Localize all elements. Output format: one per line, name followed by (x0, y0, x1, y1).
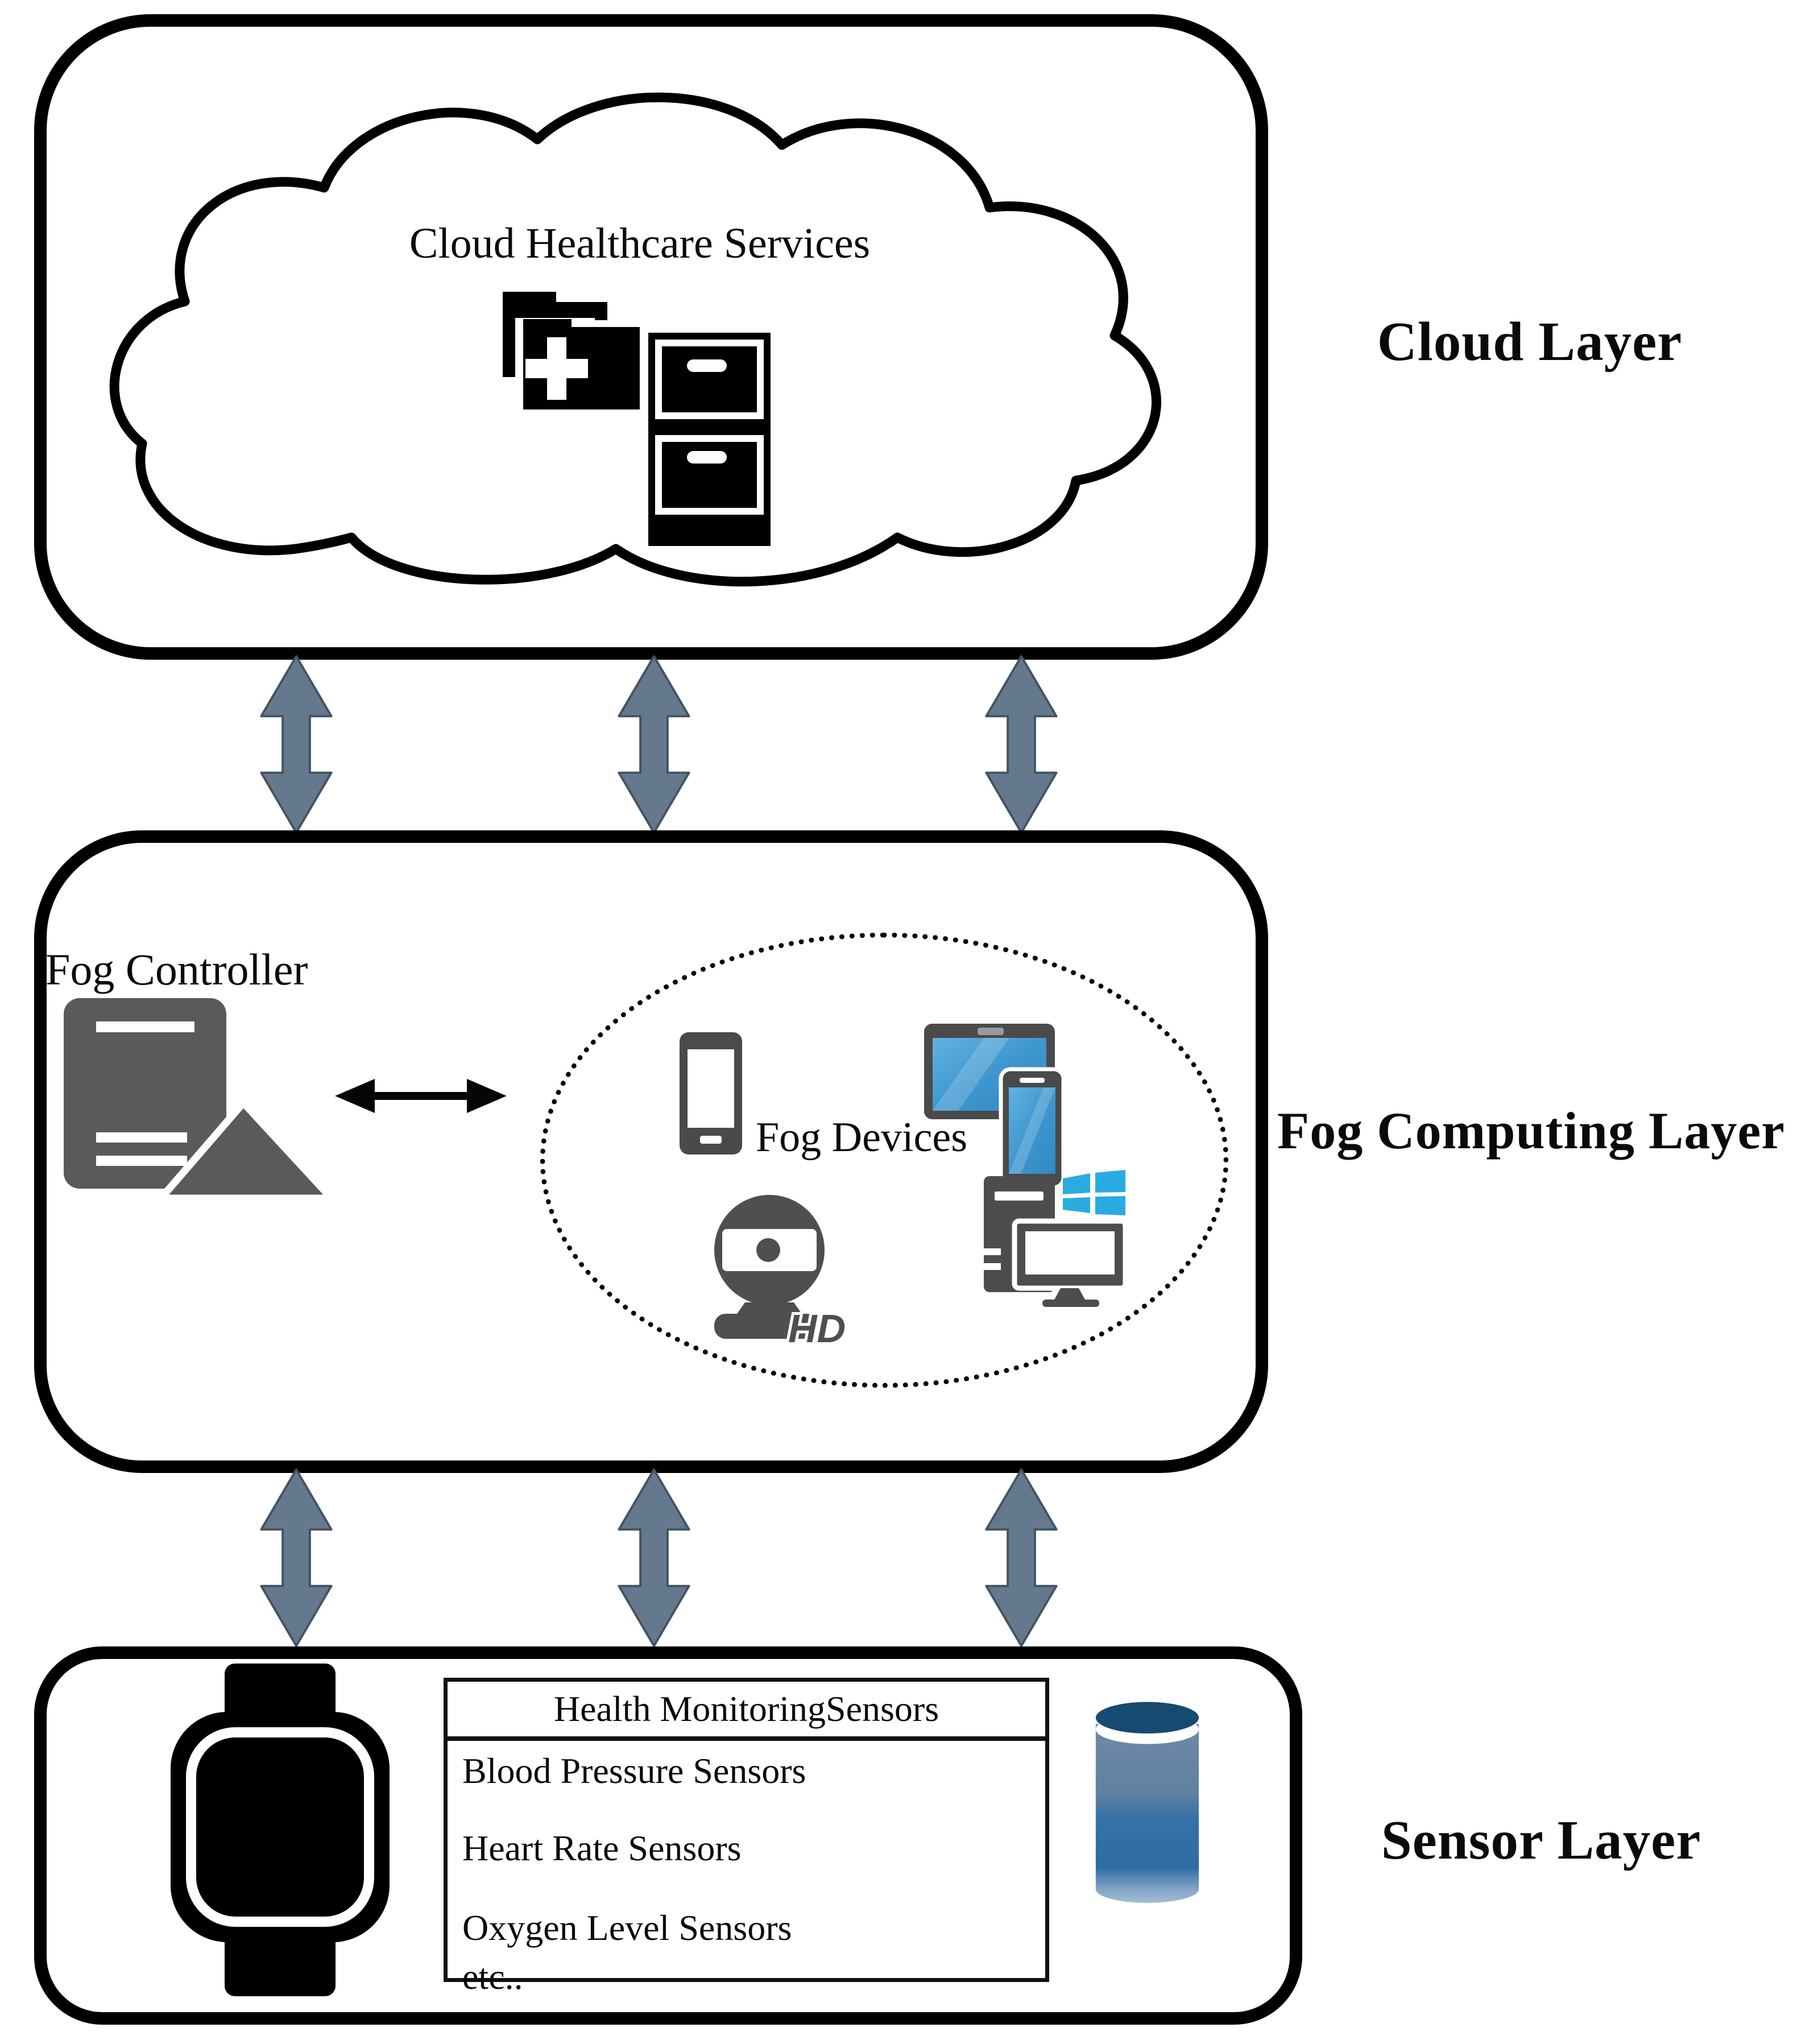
sensors-table-rows: Blood Pressure Sensors Heart Rate Sensor… (448, 1749, 1045, 1999)
up-down-arrow-icon (985, 1468, 1058, 1648)
health-sensors-table: Health MonitoringSensors Blood Pressure … (444, 1678, 1049, 1997)
fog-controller-label: Fog Controller (45, 945, 308, 994)
fog-computing-layer-label: Fog Computing Layer (1277, 1102, 1785, 1160)
desktop-pc-icon (984, 1170, 1128, 1307)
cloud-title: Cloud Healthcare Services (409, 220, 871, 267)
up-down-arrow-icon (618, 1468, 690, 1648)
fog-devices-ellipse (540, 933, 1228, 1388)
tablet-and-phone-icon (924, 1024, 1066, 1189)
table-row: Oxygen Level Sensors (462, 1908, 792, 1948)
database-cylinder-icon (1095, 1702, 1199, 1903)
table-row: Heart Rate Sensors (462, 1828, 742, 1868)
medical-folder-icon (503, 292, 640, 409)
sensor-layer-label: Sensor Layer (1381, 1810, 1701, 1871)
left-right-arrow-icon (335, 1079, 507, 1113)
smartwatch-icon (171, 1664, 390, 1996)
smartphone-icon (680, 1032, 742, 1155)
file-cabinet-icon (648, 333, 771, 546)
up-down-arrow-icon (618, 655, 690, 834)
up-down-arrow-icon (260, 1468, 333, 1648)
fog-controller-server-icon (64, 998, 336, 1202)
table-row: etc.. (462, 1956, 523, 1997)
up-down-arrow-icon (260, 655, 333, 834)
webcam-icon: HD (714, 1195, 848, 1348)
hd-badge: HD (788, 1306, 846, 1348)
table-row: Blood Pressure Sensors (462, 1751, 806, 1791)
up-down-arrow-icon (985, 655, 1058, 834)
sensors-table-header: Health MonitoringSensors (448, 1682, 1045, 1741)
fog-devices-label: Fog Devices (756, 1114, 967, 1161)
cloud-layer-label: Cloud Layer (1377, 311, 1683, 372)
windows-logo-icon (1063, 1170, 1125, 1215)
